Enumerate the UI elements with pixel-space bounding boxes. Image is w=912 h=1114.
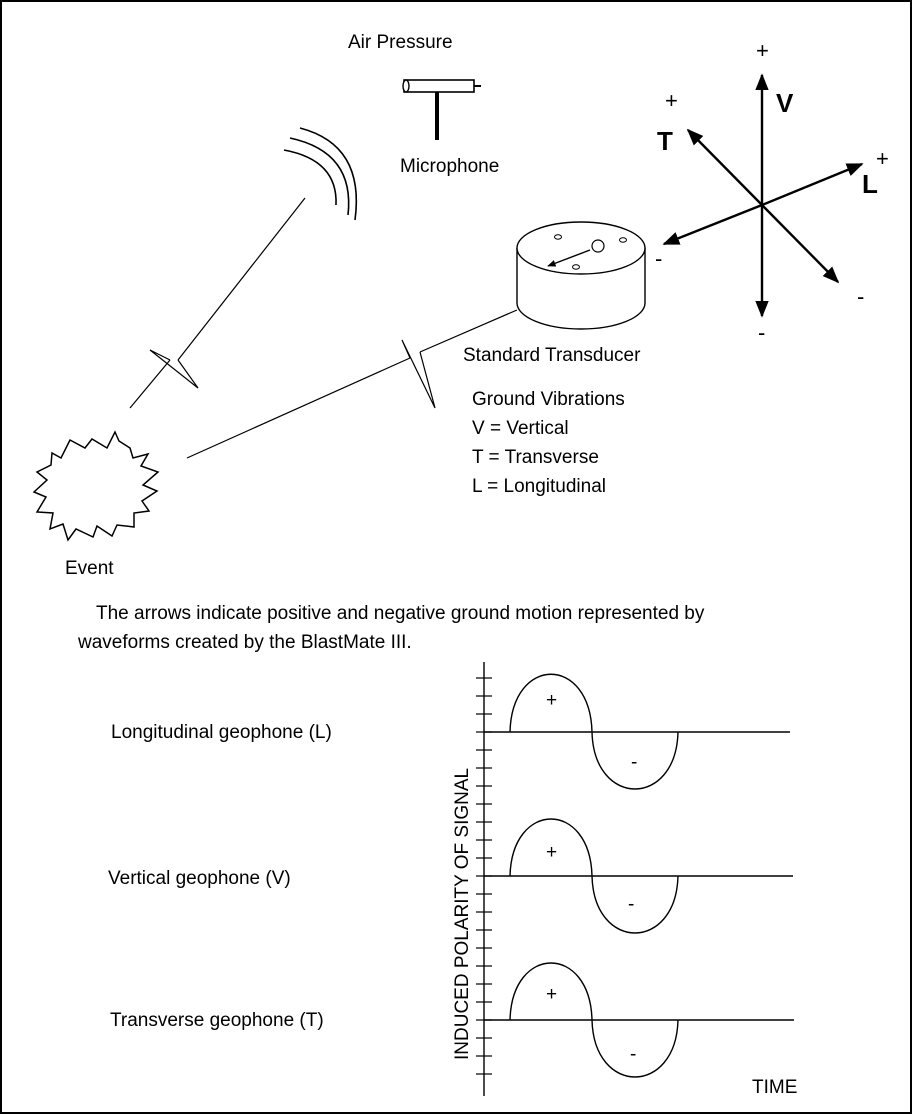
legend-longitudinal: L = Longitudinal [472,476,606,497]
waveform-row-label-longitudinal: Longitudinal geophone (L) [111,722,332,743]
waveform-minus-longitudinal: - [631,752,637,773]
air-path-line [129,197,306,409]
l-plus-sign: + [876,146,889,171]
l-minus-sign: - [655,246,662,271]
waveform-longitudinal [509,673,679,790]
event-burst-icon [32,430,160,542]
t-axis-label: T [657,126,673,156]
t-minus-sign: - [857,284,864,309]
longitudinal-axis-negative [662,203,763,246]
v-axis-label: V [776,88,794,118]
v-plus-sign: + [756,38,769,63]
transducer-label: Standard Transducer [463,345,641,366]
caption-line-2: waveforms created by the BlastMate III. [77,632,412,653]
transverse-axis-negative [761,204,840,284]
air-pressure-label: Air Pressure [348,32,453,53]
legend-transverse: T = Transverse [472,447,599,468]
waveform-plus-vertical: + [546,842,557,863]
waveform-plus-transverse: + [546,984,557,1005]
waveform-minus-vertical: - [628,894,634,915]
legend-vertical: V = Vertical [472,418,569,439]
t-plus-sign: + [665,88,678,113]
event-label: Event [65,558,114,579]
polarity-axis-label: INDUCED POLARITY OF SIGNAL [452,768,473,1060]
ground-path-line [186,309,518,459]
ground-vibrations-title: Ground Vibrations [472,389,625,410]
polarity-axis [476,662,492,1096]
sound-waves-icon [283,127,358,221]
waveform-transverse [509,962,679,1078]
waveform-plus-longitudinal: + [546,690,557,711]
v-minus-sign: - [758,320,765,345]
transducer-icon [516,221,646,330]
motion-axes [662,73,864,318]
microphone-label: Microphone [400,156,499,177]
waveform-vertical [509,818,679,934]
time-axis-label: TIME [752,1077,797,1098]
longitudinal-axis-positive [761,162,864,207]
transverse-axis-positive [686,128,763,206]
caption-line-1: The arrows indicate positive and negativ… [96,603,705,624]
waveform-row-label-vertical: Vertical geophone (V) [108,868,291,889]
waveform-row-label-transverse: Transverse geophone (T) [110,1010,324,1031]
microphone-icon [402,79,481,140]
l-axis-label: L [862,169,878,199]
waveform-minus-transverse: - [630,1044,636,1065]
